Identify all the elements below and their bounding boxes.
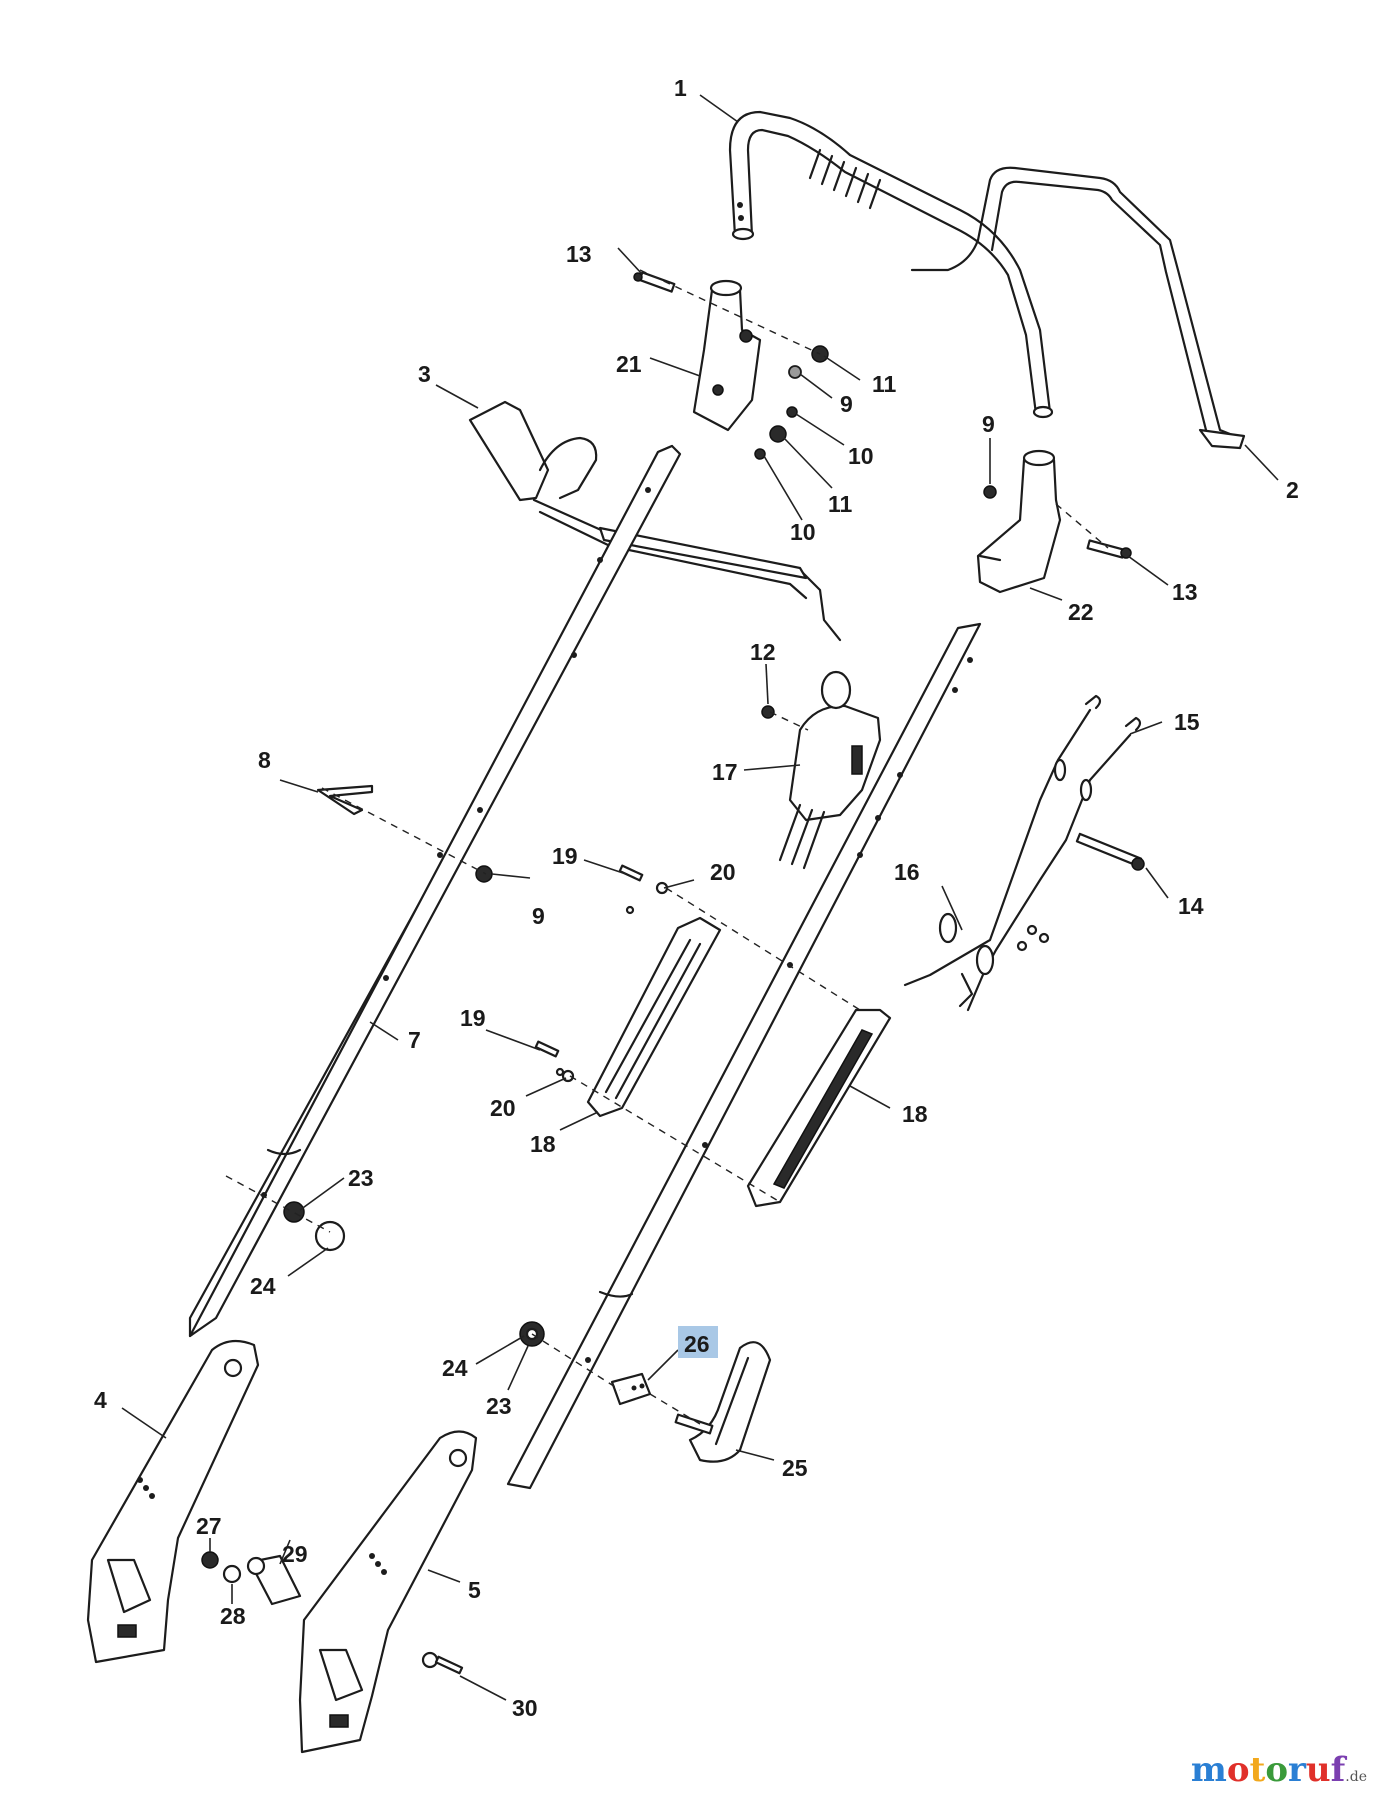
highlight-part-26 — [678, 1326, 718, 1358]
callout-9-left: 9 — [532, 903, 545, 929]
watermark-letter: t — [1249, 1750, 1266, 1790]
right-lower-tube — [506, 622, 982, 1490]
part-17-cable-housing — [778, 670, 882, 870]
part-22-right-bracket — [976, 449, 1062, 594]
callout-10-a: 10 — [848, 443, 874, 469]
callout-13-top: 13 — [566, 241, 592, 267]
callout-14: 14 — [1178, 893, 1204, 919]
part-7-left-tube — [188, 444, 682, 1338]
part-18-grip-cover-outer — [746, 1008, 892, 1208]
callout-24-left: 24 — [250, 1273, 276, 1299]
watermark-letter: o — [1226, 1750, 1250, 1790]
hardware-9-nut-left — [475, 865, 493, 883]
part-14-bolt — [1075, 832, 1145, 871]
hardware-30-screw — [421, 1651, 464, 1675]
callout-15: 15 — [1174, 709, 1200, 735]
part-29-bushing — [246, 1554, 302, 1606]
callout-5: 5 — [468, 1577, 481, 1603]
part-26-clip-block — [610, 1372, 652, 1406]
callout-24-right: 24 — [442, 1355, 468, 1381]
callout-18-outer: 18 — [902, 1101, 928, 1127]
part-1-upper-handle — [728, 110, 1054, 419]
hardware-19-screw-a — [618, 864, 644, 882]
callout-21: 21 — [616, 351, 642, 377]
watermark-letter: r — [1288, 1750, 1306, 1790]
hardware-23-nut-left — [283, 1201, 305, 1223]
callout-leaders — [121, 94, 1279, 1701]
part-3-lever-linkage — [468, 400, 842, 642]
part-8-clip — [316, 784, 374, 816]
callout-26: 26 — [684, 1331, 710, 1357]
callout-9-right: 9 — [982, 411, 995, 437]
watermark-letter: o — [1265, 1750, 1288, 1790]
callout-29: 29 — [282, 1541, 308, 1567]
part-2-control-bail — [910, 166, 1246, 450]
callout-8: 8 — [258, 747, 271, 773]
hardware-9-nut-right — [983, 485, 997, 499]
part-25-adjust-lever — [674, 1341, 772, 1463]
alignment-lines — [225, 269, 1109, 1425]
callout-20-top: 20 — [710, 859, 736, 885]
hardware-12-nut — [761, 705, 775, 719]
hardware-13-right-screw — [1086, 539, 1132, 559]
callout-28: 28 — [220, 1603, 246, 1629]
callout-13-right: 13 — [1172, 579, 1198, 605]
watermark-letter: m — [1190, 1750, 1227, 1790]
grip-ribs — [808, 148, 882, 210]
callout-17: 17 — [712, 759, 738, 785]
hardware-10-bolt-b — [754, 448, 766, 460]
callout-23-right: 23 — [486, 1393, 512, 1419]
callout-4: 4 — [94, 1387, 107, 1413]
watermark-brand: motoruf — [1191, 1750, 1345, 1790]
callout-9-top: 9 — [840, 391, 853, 417]
callout-23-left: 23 — [348, 1165, 374, 1191]
part-4-left-side-frame — [86, 1339, 260, 1664]
callout-22: 22 — [1068, 599, 1094, 625]
watermark-letter: u — [1305, 1750, 1331, 1790]
callout-25: 25 — [782, 1455, 808, 1481]
watermark-logo: motoruf.de — [1191, 1750, 1367, 1790]
callout-20-bottom: 20 — [490, 1095, 516, 1121]
callout-2: 2 — [1286, 477, 1299, 503]
callout-11-mid: 11 — [828, 491, 853, 517]
part-18-cable-guide-inner — [555, 905, 722, 1118]
hardware-19-screw-b — [534, 1040, 560, 1058]
hardware-11-nut-mid — [769, 425, 787, 443]
hardware-9-nut-top — [788, 365, 802, 379]
part-5-right-side-frame — [298, 1430, 478, 1754]
callout-16: 16 — [894, 859, 920, 885]
watermark-suffix: .de — [1345, 1769, 1367, 1785]
callout-7: 7 — [408, 1027, 421, 1053]
callout-12: 12 — [750, 639, 776, 665]
hardware-10-bolt-a — [786, 406, 798, 418]
hardware-13-left-screw — [633, 271, 676, 293]
watermark-letter: f — [1330, 1750, 1346, 1790]
callout-11-top: 11 — [872, 371, 897, 397]
hardware-27-nut — [201, 1551, 219, 1569]
callout-27: 27 — [196, 1513, 222, 1539]
part-21-left-bracket — [692, 279, 762, 432]
callout-19-top: 19 — [552, 843, 578, 869]
callout-30: 30 — [512, 1695, 538, 1721]
callout-3: 3 — [418, 361, 431, 387]
callout-labels: 1 2 3 13 21 11 9 10 11 10 9 22 13 12 15 … — [94, 75, 1299, 1721]
callout-10-b: 10 — [790, 519, 816, 545]
part-15-16-cables — [903, 694, 1142, 1012]
callout-19-bottom: 19 — [460, 1005, 486, 1031]
callout-1: 1 — [674, 75, 687, 101]
callout-18-inner: 18 — [530, 1131, 556, 1157]
hardware-28-washer — [222, 1564, 242, 1584]
